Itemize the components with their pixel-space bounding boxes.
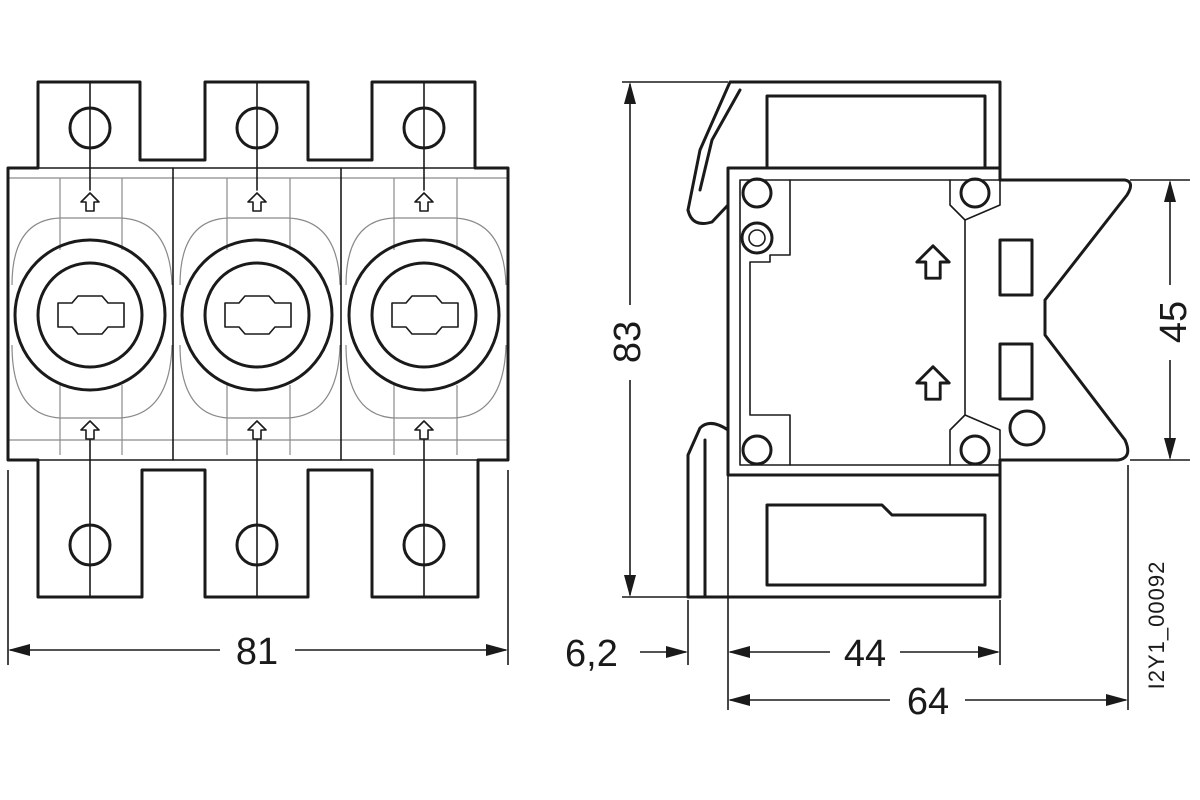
dimension-mount-height: 45 [1130,179,1195,461]
dimension-total-depth: 64 [728,465,1129,723]
top-clip [686,80,1002,212]
dimension-offset: 6,2 [565,600,689,675]
pole-2 [180,81,334,598]
dimension-label-mount-height: 45 [1153,301,1195,343]
front-view [6,80,510,599]
side-view [686,80,1132,599]
dimension-label-offset: 6,2 [565,633,618,675]
pole-3 [347,81,501,598]
dimension-label-total-depth: 64 [907,681,949,723]
dimension-label-front-width: 81 [236,631,278,673]
front-view-outline [6,80,510,599]
dimension-side-height: 83 [607,81,728,598]
dimension-body-depth: 44 [727,475,1001,710]
pole-1 [13,81,167,598]
dimension-label-body-depth: 44 [844,633,886,675]
side-main-plate [726,166,1132,477]
front-view-internal-lines [8,177,508,455]
dimension-front-width: 81 [7,470,509,673]
bottom-clip [686,422,1002,599]
drawing-code: I2Y1_00092 [1144,561,1169,690]
dimension-label-side-height: 83 [607,321,649,363]
